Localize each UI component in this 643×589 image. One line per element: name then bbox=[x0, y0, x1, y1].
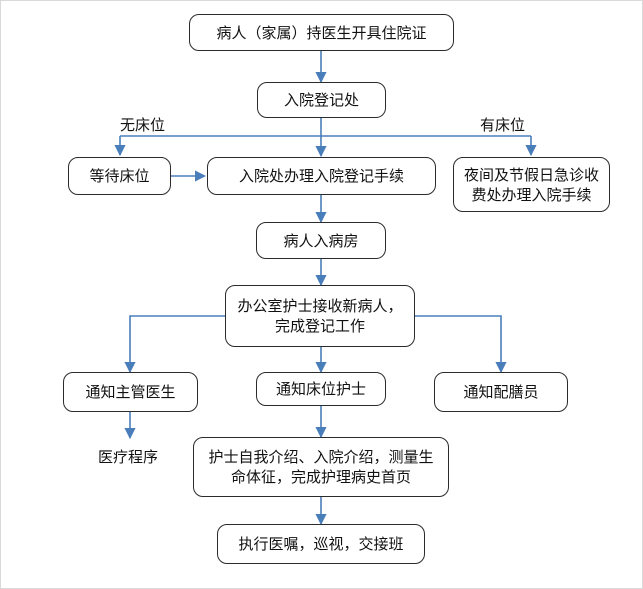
edge-n7-n8 bbox=[124, 315, 225, 374]
node-patient-to-ward: 病人入病房 bbox=[256, 222, 386, 259]
node-nurse-introduction: 护士自我介绍、入院介绍，测量生 命体征，完成护理病史首页 bbox=[193, 437, 449, 497]
edge-n7-n10 bbox=[415, 315, 507, 374]
node-admission-certificate: 病人（家属）持医生开具住院证 bbox=[189, 14, 454, 51]
node-notify-doctor: 通知主管医生 bbox=[63, 372, 198, 412]
node-wait-for-bed: 等待床位 bbox=[68, 157, 171, 195]
node-office-nurse: 办公室护士接收新病人， 完成登记工作 bbox=[225, 285, 415, 347]
node-notify-dietitian: 通知配膳员 bbox=[434, 372, 568, 412]
node-notify-bed-nurse: 通知床位护士 bbox=[256, 372, 386, 406]
node-emergency-admission: 夜间及节假日急诊收 费处办理入院手续 bbox=[453, 157, 610, 212]
label-has-bed: 有床位 bbox=[480, 116, 526, 134]
node-execute-orders: 执行医嘱，巡视，交接班 bbox=[217, 524, 425, 564]
node-admission-office: 入院登记处 bbox=[257, 82, 386, 118]
label-medical-procedure: 医疗程序 bbox=[98, 448, 159, 466]
node-admission-registration: 入院处办理入院登记手续 bbox=[207, 157, 436, 195]
label-no-bed: 无床位 bbox=[120, 116, 166, 134]
